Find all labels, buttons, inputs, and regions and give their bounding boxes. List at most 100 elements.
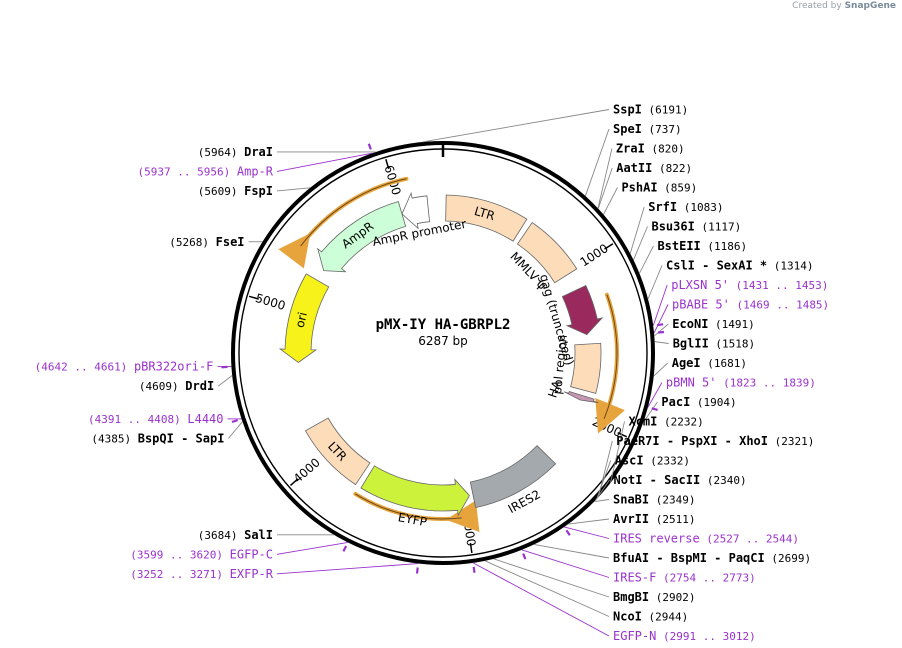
site-position-sali: (3684) [198, 529, 244, 542]
site-leader-pshai [603, 187, 618, 215]
site-leader-sspi [422, 109, 610, 143]
site-leader-agei [653, 362, 669, 377]
feature-pol-region-3 [570, 342, 602, 394]
primer-leader-amp-r [276, 152, 373, 172]
primer-name-egfp-c: EGFP-C [230, 547, 273, 561]
primer-range-plxsn-5: (1431 .. 1453) [729, 279, 828, 292]
primer-leader-plxsn-5 [652, 284, 668, 326]
feature-label-ltr-0: LTR [473, 204, 497, 223]
site-label-paci: PacI (1904) [661, 395, 736, 409]
primer-label-l4440: (4391 .. 4408) L4440 [88, 412, 223, 426]
site-label-aatii: AatII (822) [616, 161, 692, 175]
site-label-bmgbi: BmgBI (2902) [613, 590, 695, 604]
site-name-fsei: FseI [216, 235, 245, 249]
site-label-snabi: SnaBI (2349) [613, 493, 695, 507]
site-position-bsteii: (1186) [701, 240, 747, 253]
tick-line-1000 [604, 243, 614, 250]
site-position-bmgbi: (2902) [649, 591, 695, 604]
site-label-noti-sacii: NotI - SacII (2340) [614, 473, 747, 487]
site-label-bfuai-bspmi-paqci: BfuAI - BspMI - PaqCI (2699) [613, 551, 811, 565]
primer-name-plxsn-5: pLXSN 5' [671, 278, 729, 292]
site-label-zrai: ZraI (820) [616, 142, 685, 156]
site-name-spei: SpeI [613, 122, 642, 136]
plasmid-name: pMX-IY HA-GBRPL2 [376, 317, 511, 333]
site-name-paci: PacI [661, 395, 690, 409]
primer-range-exfp-r: (3252 .. 3271) [130, 568, 229, 581]
primer-name-pbabe-5: pBABE 5' [672, 298, 730, 312]
primer-mark-exfp-r [415, 567, 419, 574]
feature-label-ori-8: ori [293, 311, 310, 329]
primer-label-egfp-c: (3599 .. 3620) EGFP-C [130, 547, 273, 561]
primer-layer: pLXSN 5' (1431 .. 1453) pBABE 5' (1469 ..… [35, 143, 829, 643]
watermark-brand: SnapGene [844, 1, 896, 11]
site-name-bfuai-bspmi-paqci: BfuAI - BspMI - PaqCI [613, 551, 765, 565]
site-name-bsu36i: Bsu36I [651, 220, 694, 234]
site-leader-xcmi [610, 421, 625, 484]
site-leader-noti-sacii [595, 479, 610, 501]
site-leader-bsteii [639, 245, 654, 274]
site-label-bglii: BglII (1518) [673, 337, 755, 351]
site-position-ncoi: (2944) [642, 611, 688, 624]
site-leader-srfi [629, 206, 645, 254]
site-name-asci: AscI [615, 454, 644, 468]
tick-label-5000: 5000 [254, 291, 287, 313]
site-leader-bfuai-bspmi-paqci [534, 543, 610, 559]
primer-name-pbr322ori-f: pBR322ori-F [134, 360, 213, 374]
tick-label-4000: 4000 [291, 455, 323, 486]
site-label-drdi: (4609) DrdI [139, 379, 214, 393]
site-label-asci: AscI (2332) [615, 454, 690, 468]
feature-label-eyfp-6: EYFP [397, 510, 428, 529]
primer-name-amp-r: Amp-R [237, 164, 274, 178]
site-label-fsei: (5268) FseI [169, 235, 244, 249]
site-leader-asci [596, 460, 612, 500]
site-label-spei: SpeI (737) [613, 122, 682, 136]
site-label-paer7i-pspxi-xhoi: PaeR7I - PspXI - XhoI (2321) [616, 434, 814, 448]
plasmid-backbone [231, 141, 655, 565]
primer-label-pbabe-5: pBABE 5' (1469 .. 1485) [672, 298, 829, 312]
orf-arrow-core-2 [300, 178, 407, 247]
site-position-snabi: (2349) [649, 494, 695, 507]
snapgene-watermark: Created by SnapGene [792, 1, 896, 11]
primer-mark-ires-reverse [565, 529, 571, 536]
site-leader-bspqi-sapi [228, 421, 243, 439]
site-leader-ncoi [484, 560, 610, 617]
site-leader-paci [643, 401, 658, 423]
tick-line-4000 [289, 478, 299, 486]
plasmid-center-label: pMX-IY HA-GBRPL2 6287 bp [376, 317, 511, 348]
site-position-avrii: (2511) [649, 513, 695, 526]
primer-mark-ires-f [522, 553, 527, 560]
orf-arrows [278, 176, 625, 533]
site-position-paer7i-pspxi-xhoi: (2321) [768, 435, 814, 448]
site-leader-zrai [597, 148, 613, 209]
site-label-srfi: SrfI (1083) [648, 200, 723, 214]
primer-label-egfp-n: EGFP-N (2991 .. 3012) [613, 629, 756, 643]
tick-line-6000 [385, 159, 390, 170]
feature-eyfp-6 [360, 465, 470, 517]
primer-mark-pbmn-5 [651, 407, 658, 411]
site-position-bglii: (1518) [709, 338, 755, 351]
primer-range-pbr322ori-f: (4642 .. 4661) [35, 361, 134, 374]
site-leader-csli-sexai [647, 265, 663, 300]
feature-ori-8 [278, 273, 330, 363]
site-label-fspi: (5609) FspI [198, 184, 273, 198]
primer-label-amp-r: (5937 .. 5956) Amp-R [138, 164, 274, 178]
site-position-fsei: (5268) [169, 236, 215, 249]
primer-mark-egfp-c [342, 545, 348, 552]
feature-mmlv-1 [516, 222, 578, 284]
site-name-econi: EcoNI [672, 317, 708, 331]
feature-ampr-promoter-10 [401, 191, 431, 230]
site-name-drdi: DrdI [185, 379, 214, 393]
site-label-bsu36i: Bsu36I (1117) [651, 220, 741, 234]
plasmid-size: 6287 bp [418, 334, 468, 348]
primer-range-l4440: (4391 .. 4408) [88, 413, 187, 426]
site-label-drai: (5964) DraI [198, 145, 273, 159]
site-name-bsteii: BstEII [657, 239, 700, 253]
primer-mark-amp-r [367, 143, 372, 150]
site-name-bglii: BglII [673, 337, 709, 351]
primer-range-ires-reverse: (2527 .. 2544) [700, 533, 799, 546]
primer-mark-egfp-n [472, 566, 476, 573]
site-position-fspi: (5609) [198, 185, 244, 198]
orf-arrow-core-1 [355, 493, 462, 520]
